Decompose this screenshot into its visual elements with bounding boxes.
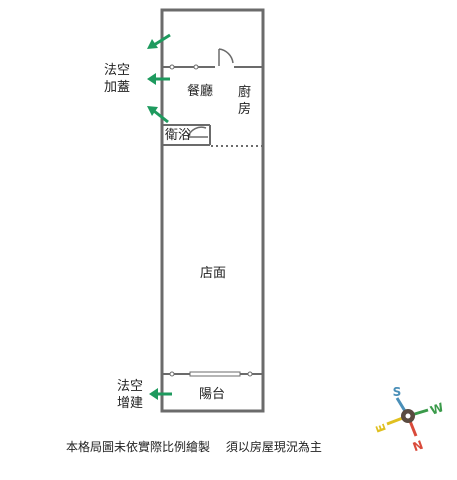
compass-s: S	[393, 385, 402, 399]
doors	[187, 48, 234, 138]
room-label-kitchen-2: 房	[238, 102, 252, 117]
direction-arrows	[147, 33, 172, 400]
annotation-upper-line1: 法空	[104, 63, 131, 78]
room-label-dining: 餐廳	[187, 84, 214, 99]
compass-e: E	[373, 422, 389, 434]
room-label-kitchen-1: 廚	[238, 85, 252, 100]
disclaimer-caption: 本格局圖未依實際比例繪製 須以房屋現況為主	[66, 438, 322, 455]
room-label-bathroom: 衛浴	[165, 128, 192, 143]
compass-w: W	[428, 400, 445, 418]
annotation-upper-line2: 加蓋	[104, 80, 131, 95]
caption-part2: 須以房屋現況為主	[225, 440, 322, 454]
arrow-upper-1	[153, 33, 171, 47]
kitchen-door-arc	[218, 48, 234, 64]
arrow-upper-3	[153, 109, 169, 124]
compass-rose: S W E N	[373, 385, 446, 454]
room-label-kitchen: 廚 房	[238, 84, 251, 118]
room-label-balcony: 陽台	[199, 387, 226, 402]
annotation-lower: 法空 增建	[117, 378, 143, 412]
compass-n: N	[411, 438, 425, 455]
room-label-store: 店面	[200, 266, 227, 281]
bathroom-door-arc	[187, 126, 207, 138]
caption-part1: 本格局圖未依實際比例繪製	[66, 440, 211, 454]
annotation-lower-line1: 法空	[117, 379, 144, 394]
annotation-upper: 法空 加蓋	[104, 62, 130, 96]
outer-wall	[160, 8, 265, 413]
walls	[160, 8, 265, 413]
annotation-lower-line2: 增建	[117, 396, 144, 411]
